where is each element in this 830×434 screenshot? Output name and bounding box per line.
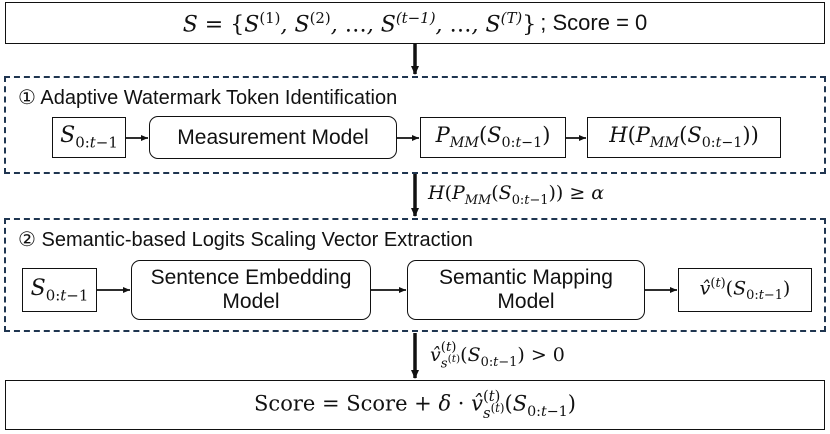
stage2-title: ② Semantic-based Logits Scaling Vector E… bbox=[18, 229, 473, 251]
sentence-embedding-model-box: Sentence Embedding Model bbox=[131, 260, 371, 320]
stage1-frame bbox=[4, 76, 826, 174]
stage1-prob-expression: PMM(S0:t−1) bbox=[435, 123, 551, 152]
score-update-expression: Score = Score + δ · v̂(t)s(t)(S0:t−1) bbox=[254, 387, 576, 422]
stage1-input-expression: S0:t−1 bbox=[60, 123, 118, 152]
stage2-input-box: S0:t−1 bbox=[22, 268, 97, 312]
score-initial-text: ; Score = 0 bbox=[540, 10, 648, 35]
semantic-mapping-label-line1: Semantic Mapping bbox=[439, 265, 613, 289]
sequence-set-box: S = {S(1), S(2), …, S(t−1), …, S(T)} ; S… bbox=[5, 2, 825, 44]
stage1-input-box: S0:t−1 bbox=[52, 117, 126, 158]
stage1-title: ① Adaptive Watermark Token Identificatio… bbox=[18, 87, 398, 109]
sequence-set-expression: S = {S(1), S(2), …, S(t−1), …, S(T)} bbox=[182, 8, 537, 38]
stage1-entropy-box: H(PMM(S0:t−1)) bbox=[587, 117, 781, 158]
stage1-prob-box: PMM(S0:t−1) bbox=[420, 117, 566, 158]
scaling-vector-output-box: v̂(t)(S0:t−1) bbox=[678, 268, 812, 312]
measurement-model-box: Measurement Model bbox=[149, 116, 397, 159]
semantic-mapping-label-line2: Model bbox=[497, 290, 555, 313]
positive-logit-condition: v̂(t)s(t)(S0:t−1) > 0 bbox=[430, 340, 565, 372]
scaling-vector-expression: v̂(t)(S0:t−1) bbox=[699, 276, 791, 304]
stage2-input-expression: S0:t−1 bbox=[30, 275, 89, 305]
sentence-embedding-label-line1: Sentence Embedding bbox=[150, 265, 352, 289]
stage1-entropy-expression: H(PMM(S0:t−1)) bbox=[609, 123, 759, 152]
semantic-mapping-model-box: Semantic Mapping Model bbox=[407, 260, 645, 320]
stage2-frame bbox=[4, 218, 826, 332]
measurement-model-label: Measurement Model bbox=[177, 125, 369, 149]
score-update-box: Score = Score + δ · v̂(t)s(t)(S0:t−1) bbox=[5, 380, 825, 430]
sentence-embedding-label-line2: Model bbox=[222, 290, 280, 313]
entropy-threshold-condition: H(PMM(S0:t−1)) ≥ α bbox=[428, 182, 605, 208]
